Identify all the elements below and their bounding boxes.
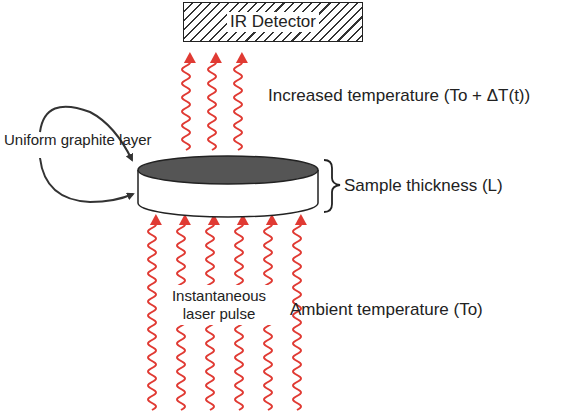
output-label: Increased temperature (To + ΔT(t)) — [268, 86, 530, 106]
wavy-arrow — [208, 62, 216, 150]
wavy-arrow — [182, 62, 190, 150]
arrow-head — [150, 214, 162, 225]
sample-disc — [138, 156, 318, 217]
arrow-head — [184, 52, 196, 63]
layer-label: Uniform graphite layer — [4, 131, 152, 149]
thickness-brace — [324, 160, 340, 212]
pointer-arrow — [40, 158, 133, 202]
arrow-head — [210, 52, 222, 63]
pulse-label: Instantaneous laser pulse — [163, 285, 275, 325]
wavy-arrow — [234, 62, 242, 150]
arrow-head — [295, 214, 307, 225]
arrow-head — [236, 52, 248, 63]
detector-box: IR Detector — [183, 2, 363, 42]
ambient-label: Ambient temperature (To) — [290, 300, 483, 320]
detector-label: IR Detector — [227, 12, 319, 32]
wavy-arrow — [148, 224, 156, 410]
radiation-arrows — [148, 52, 307, 410]
thickness-label: Sample thickness (L) — [344, 176, 503, 196]
